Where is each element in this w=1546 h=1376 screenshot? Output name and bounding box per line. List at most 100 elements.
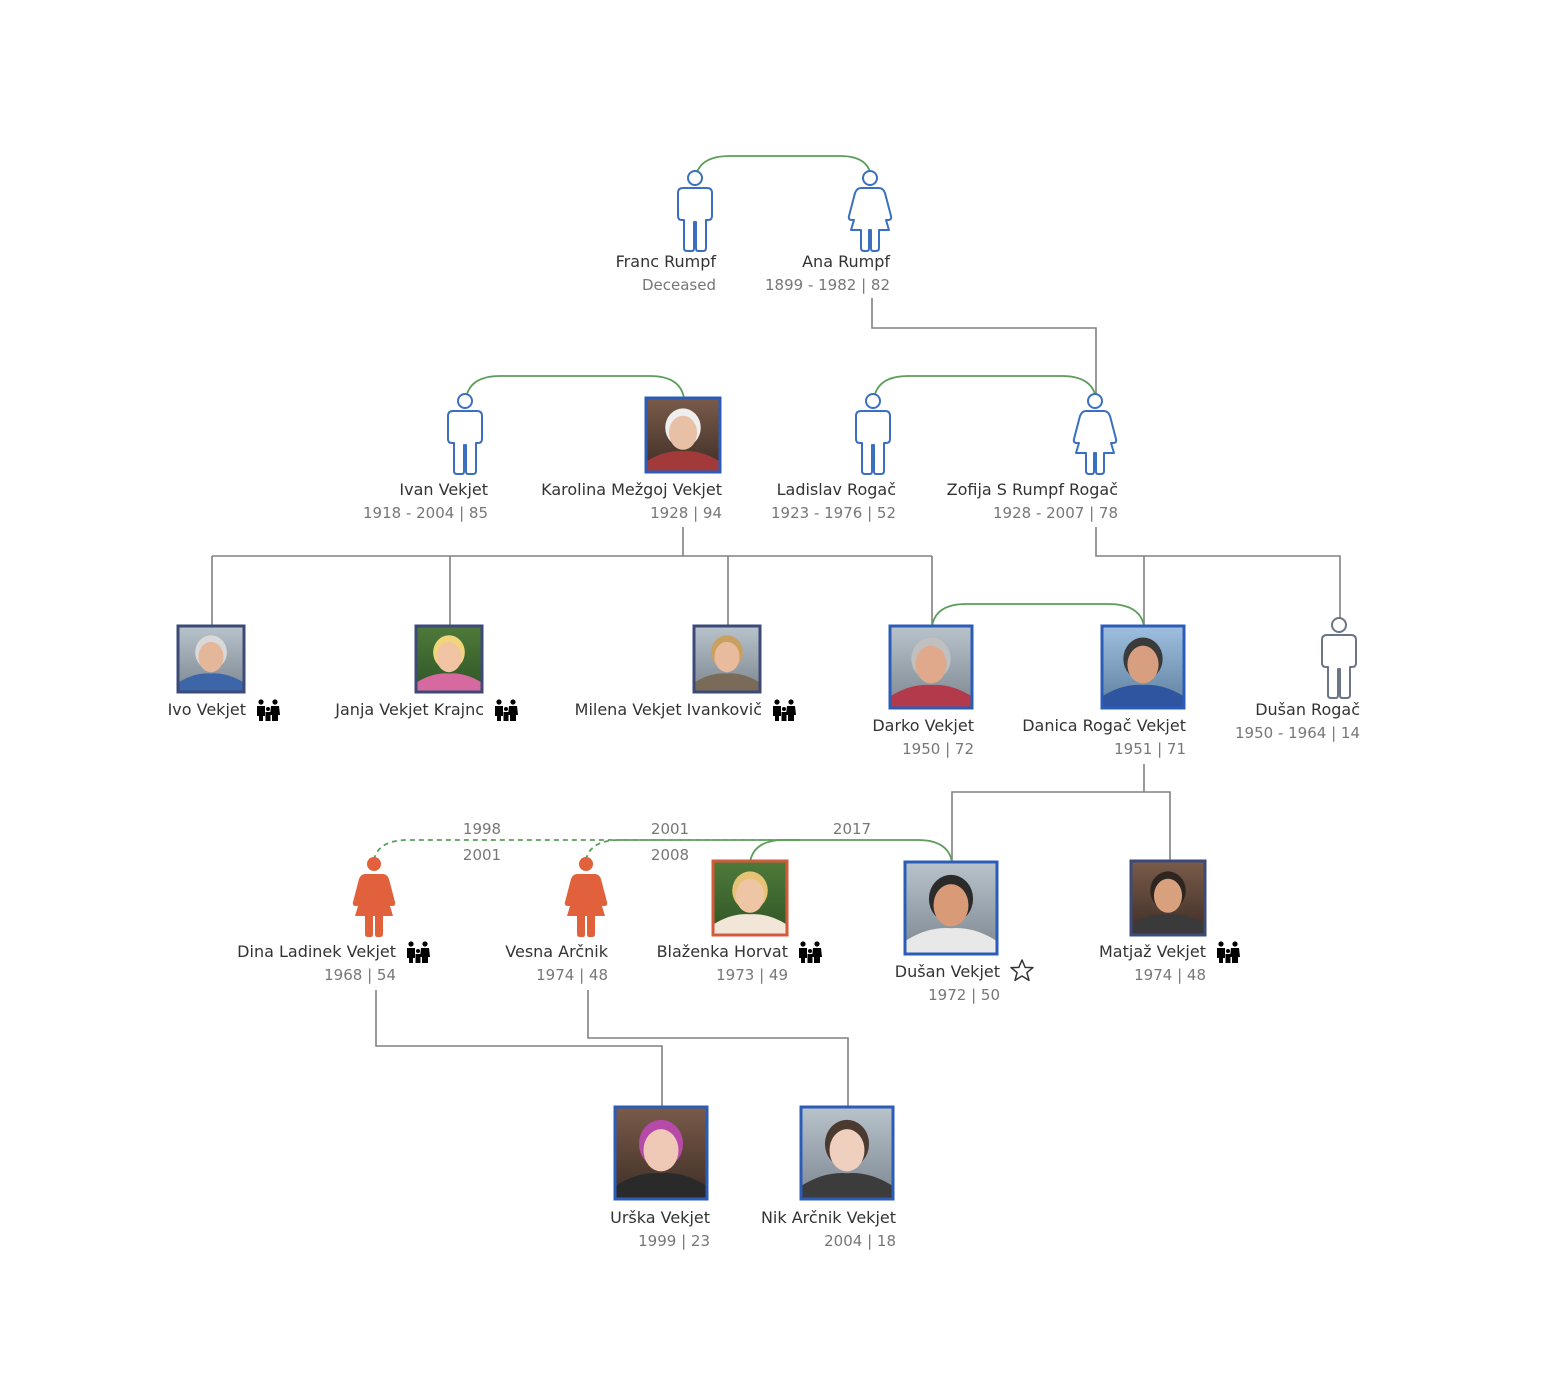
union-line-ladislav-zofija[interactable] (873, 375, 1097, 399)
person-name[interactable]: Matjaž Vekjet (1099, 942, 1206, 961)
person-lifespan: 1974 | 48 (1134, 966, 1206, 984)
photo-frame (644, 396, 722, 474)
person-photo-milena[interactable] (692, 624, 762, 694)
female-person-filled-icon[interactable] (564, 857, 608, 937)
person-card-dusanr[interactable]: Dušan Rogač 1950 - 1964 | 14 (1235, 617, 1360, 742)
person-card-dusanv[interactable]: Dušan Vekjet 1972 | 50 (895, 860, 1034, 1004)
family-icon[interactable] (495, 699, 518, 721)
person-card-zofija[interactable]: Zofija S Rumpf Rogač 1928 - 2007 | 78 (947, 393, 1118, 522)
person-name[interactable]: Zofija S Rumpf Rogač (947, 480, 1118, 499)
person-photo-darko[interactable] (888, 624, 974, 710)
person-lifespan: 2004 | 18 (824, 1232, 896, 1250)
person-card-ivan[interactable]: Ivan Vekjet 1918 - 2004 | 85 (363, 393, 488, 522)
person-lifespan: 1899 - 1982 | 82 (765, 276, 890, 294)
person-lifespan: 1999 | 23 (638, 1232, 710, 1250)
male-person-icon[interactable] (1321, 617, 1357, 699)
person-name[interactable]: Dina Ladinek Vekjet (237, 942, 396, 961)
person-photo-danica[interactable] (1100, 624, 1186, 710)
person-name[interactable]: Blaženka Horvat (657, 942, 788, 961)
photo-frame (711, 859, 789, 937)
star-icon[interactable] (1010, 959, 1034, 982)
union-line-franc-ana[interactable] (695, 155, 872, 177)
family-icon[interactable] (407, 941, 430, 963)
person-photo-matjaz[interactable] (1129, 859, 1207, 937)
female-person-icon[interactable] (847, 170, 893, 252)
person-lifespan: 1972 | 50 (928, 986, 1000, 1004)
person-name[interactable]: Milena Vekjet Ivankovič (575, 700, 762, 719)
line-zofija-to-children (1095, 527, 1341, 626)
person-lifespan: 1923 - 1976 | 52 (771, 504, 896, 522)
family-icon[interactable] (257, 699, 280, 721)
person-name[interactable]: Vesna Arčnik (505, 942, 608, 961)
line-vesna-to-nik (587, 990, 849, 1108)
family-icon[interactable] (773, 699, 796, 721)
person-card-ivo[interactable]: Ivo Vekjet (168, 624, 280, 721)
person-name[interactable]: Ivan Vekjet (399, 480, 488, 499)
person-photo-dusanv[interactable] (903, 860, 999, 956)
person-lifespan: 1968 | 54 (324, 966, 396, 984)
person-name[interactable]: Dušan Vekjet (895, 962, 1000, 981)
person-lifespan: 1918 - 2004 | 85 (363, 504, 488, 522)
person-card-blazenka[interactable]: Blaženka Horvat 1973 | 49 (657, 859, 822, 984)
person-name[interactable]: Franc Rumpf (616, 252, 717, 271)
person-name[interactable]: Karolina Mežgoj Vekjet (541, 480, 722, 499)
person-lifespan: 1928 | 94 (650, 504, 722, 522)
union-year-start-vesna-dusanv: 2001 (651, 820, 689, 838)
person-name[interactable]: Ana Rumpf (802, 252, 890, 271)
photo-frame (1129, 859, 1207, 937)
person-card-urska[interactable]: Urška Vekjet 1999 | 23 (610, 1105, 710, 1250)
photo-frame (1100, 624, 1186, 710)
person-name[interactable]: Urška Vekjet (610, 1208, 710, 1227)
union-year-start-dina-dusanv: 1998 (463, 820, 501, 838)
person-lifespan: 1950 - 1964 | 14 (1235, 724, 1360, 742)
person-name[interactable]: Ivo Vekjet (168, 700, 246, 719)
family-icon[interactable] (799, 941, 822, 963)
person-card-matjaz[interactable]: Matjaž Vekjet 1974 | 48 (1099, 859, 1240, 984)
person-card-milena[interactable]: Milena Vekjet Ivankovič (575, 624, 796, 721)
person-lifespan: 1973 | 49 (716, 966, 788, 984)
person-lifespan: 1928 - 2007 | 78 (993, 504, 1118, 522)
person-name[interactable]: Ladislav Rogač (777, 480, 896, 499)
photo-frame (903, 860, 999, 956)
union-line-blazenka-dusanv[interactable] (749, 839, 953, 863)
union-year-end-dina-dusanv: 2001 (463, 846, 501, 864)
union-year-start-blazenka-dusanv: 2017 (833, 820, 871, 838)
photo-frame (888, 624, 974, 710)
union-line-ivan-karolina[interactable] (465, 375, 685, 399)
person-name[interactable]: Darko Vekjet (872, 716, 974, 735)
person-card-ladislav[interactable]: Ladislav Rogač 1923 - 1976 | 52 (771, 393, 896, 522)
person-name[interactable]: Danica Rogač Vekjet (1022, 716, 1186, 735)
union-line-darko-danica[interactable] (931, 603, 1145, 627)
person-card-nik[interactable]: Nik Arčnik Vekjet 2004 | 18 (761, 1105, 896, 1250)
person-name[interactable]: Nik Arčnik Vekjet (761, 1208, 896, 1227)
person-card-karolina[interactable]: Karolina Mežgoj Vekjet 1928 | 94 (541, 396, 722, 522)
male-person-icon[interactable] (447, 393, 483, 475)
person-photo-janja[interactable] (414, 624, 484, 694)
female-person-filled-icon[interactable] (352, 857, 396, 937)
person-name[interactable]: Janja Vekjet Krajnc (334, 700, 484, 719)
person-lifespan: Deceased (642, 276, 716, 294)
person-photo-blazenka[interactable] (711, 859, 789, 937)
union-line-vesna-dusanv[interactable] (585, 839, 800, 861)
person-card-ana[interactable]: Ana Rumpf 1899 - 1982 | 82 (765, 170, 893, 294)
union-line-dina-dusanv[interactable] (373, 839, 800, 861)
line-ana-to-zofija (871, 298, 1097, 398)
person-photo-ivo[interactable] (176, 624, 246, 694)
photo-frame (176, 624, 246, 694)
person-photo-karolina[interactable] (644, 396, 722, 474)
person-card-dina[interactable]: Dina Ladinek Vekjet 1968 | 54 (237, 857, 430, 984)
photo-frame (799, 1105, 895, 1201)
person-name[interactable]: Dušan Rogač (1255, 700, 1360, 719)
male-person-icon[interactable] (677, 170, 713, 252)
person-photo-nik[interactable] (799, 1105, 895, 1201)
male-person-icon[interactable] (855, 393, 891, 475)
person-card-janja[interactable]: Janja Vekjet Krajnc (334, 624, 518, 721)
female-person-icon[interactable] (1072, 393, 1118, 475)
person-photo-urska[interactable] (613, 1105, 709, 1201)
family-icon[interactable] (1217, 941, 1240, 963)
